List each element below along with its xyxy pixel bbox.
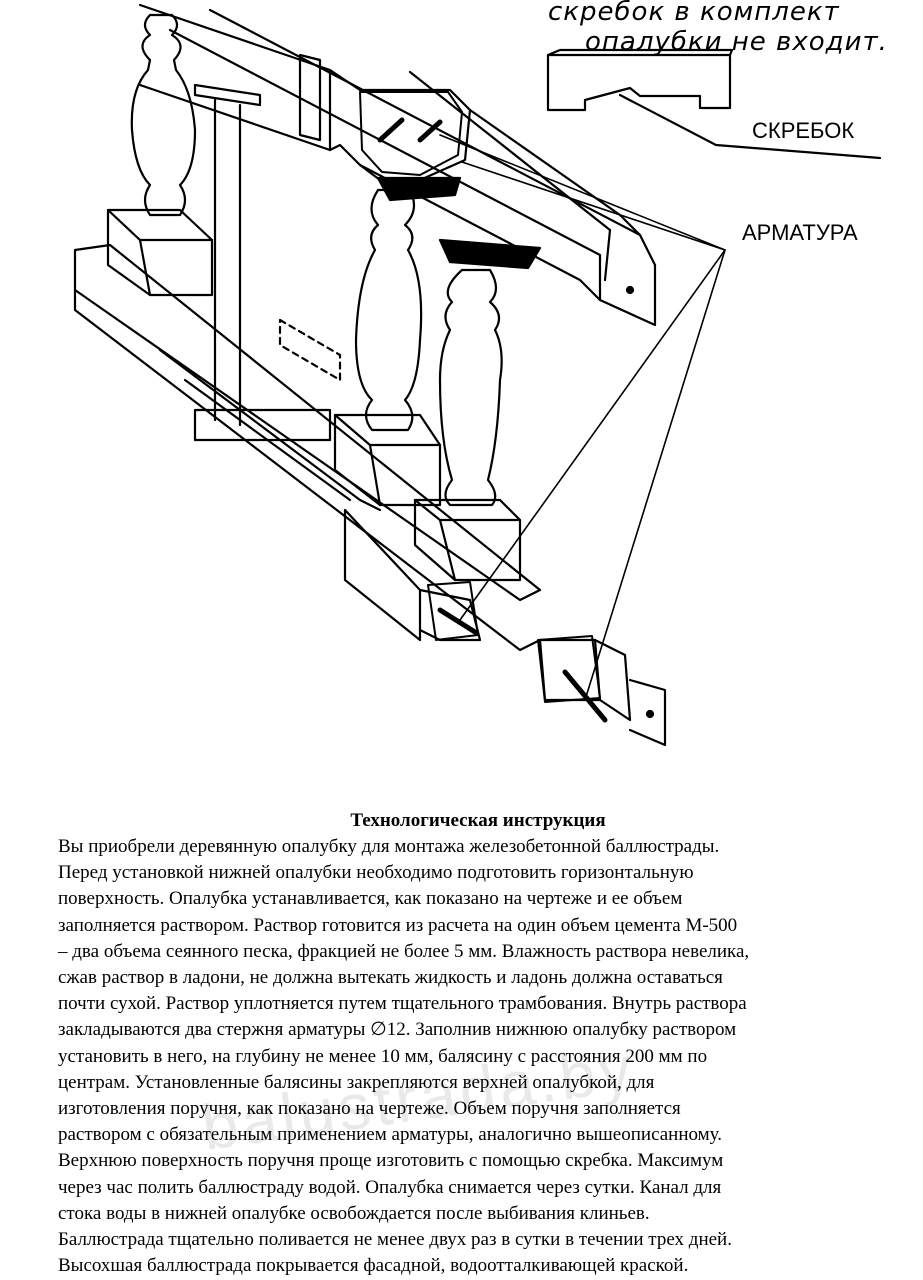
instruction-line: почти сухой. Раствор уплотняется путем т… bbox=[58, 993, 747, 1015]
rail-section bbox=[359, 91, 463, 176]
instruction-line: закладываются два стержня арматуры ∅12. … bbox=[58, 1019, 737, 1041]
instruction-line: Перед установкой нижней опалубки необход… bbox=[58, 862, 694, 884]
instruction-line: Высохшая баллюстрада покрывается фасадно… bbox=[58, 1255, 689, 1277]
scraper-note-line1: скребок в комплект bbox=[548, 0, 840, 27]
instruction-line: Баллюстрада тщательно поливается не мене… bbox=[58, 1229, 732, 1251]
instruction-line: изготовления поручня, как показано на че… bbox=[58, 1098, 681, 1120]
instruction-title: Технологическая инструкция bbox=[350, 810, 606, 831]
instruction-line: установить в него, на глубину не менее 1… bbox=[58, 1045, 708, 1067]
rebar-leader-lines bbox=[439, 134, 726, 701]
scraper-label: СКРЕБОК bbox=[752, 118, 854, 143]
lower-base-formwork bbox=[73, 243, 667, 747]
formwork-drawing: скребок в комплект опалубки не входит. С… bbox=[73, 0, 888, 747]
instruction-body: Вы приобрели деревянную опалубку для мон… bbox=[58, 834, 898, 1279]
instruction-document: Технологическая инструкция Вы приобрели … bbox=[58, 808, 898, 1279]
instruction-line: – два объема сеянного песка, фракцией не… bbox=[58, 940, 750, 962]
instruction-line: Верхнюю поверхность поручня проще изгото… bbox=[58, 1150, 724, 1172]
baluster-left bbox=[106, 13, 214, 297]
instruction-line: сжав раствор в ладони, не должна вытекат… bbox=[58, 967, 723, 989]
instruction-line: центрам. Установленные балясины закрепля… bbox=[58, 1071, 655, 1093]
scraper-icon bbox=[546, 48, 882, 160]
scraper-note-line2: опалубки не входит. bbox=[585, 27, 888, 57]
baluster-middle bbox=[333, 188, 442, 507]
support-stand bbox=[193, 83, 332, 442]
baluster-right bbox=[413, 268, 522, 582]
base-section-lower bbox=[537, 635, 608, 723]
nail-hole-icon bbox=[625, 285, 635, 295]
instruction-line: поверхность. Опалубка устанавливается, к… bbox=[58, 888, 683, 910]
rebar-plate-mid bbox=[438, 238, 542, 270]
instruction-line: стока воды в нижней опалубке освобождает… bbox=[58, 1202, 650, 1224]
base-section-upper bbox=[427, 581, 479, 641]
rebar-plate-top bbox=[376, 176, 462, 202]
rebar-label: АРМАТУРА bbox=[742, 220, 858, 245]
instruction-line: Вы приобрели деревянную опалубку для мон… bbox=[58, 836, 720, 857]
instruction-line: через час полить баллюстраду водой. Опал… bbox=[58, 1176, 722, 1198]
nail-hole-icon bbox=[645, 709, 655, 719]
instruction-line: раствором с обязательным применением арм… bbox=[58, 1124, 723, 1146]
upper-rail-formwork bbox=[138, 3, 657, 327]
instruction-line: заполняется раствором. Раствор готовится… bbox=[58, 914, 738, 936]
